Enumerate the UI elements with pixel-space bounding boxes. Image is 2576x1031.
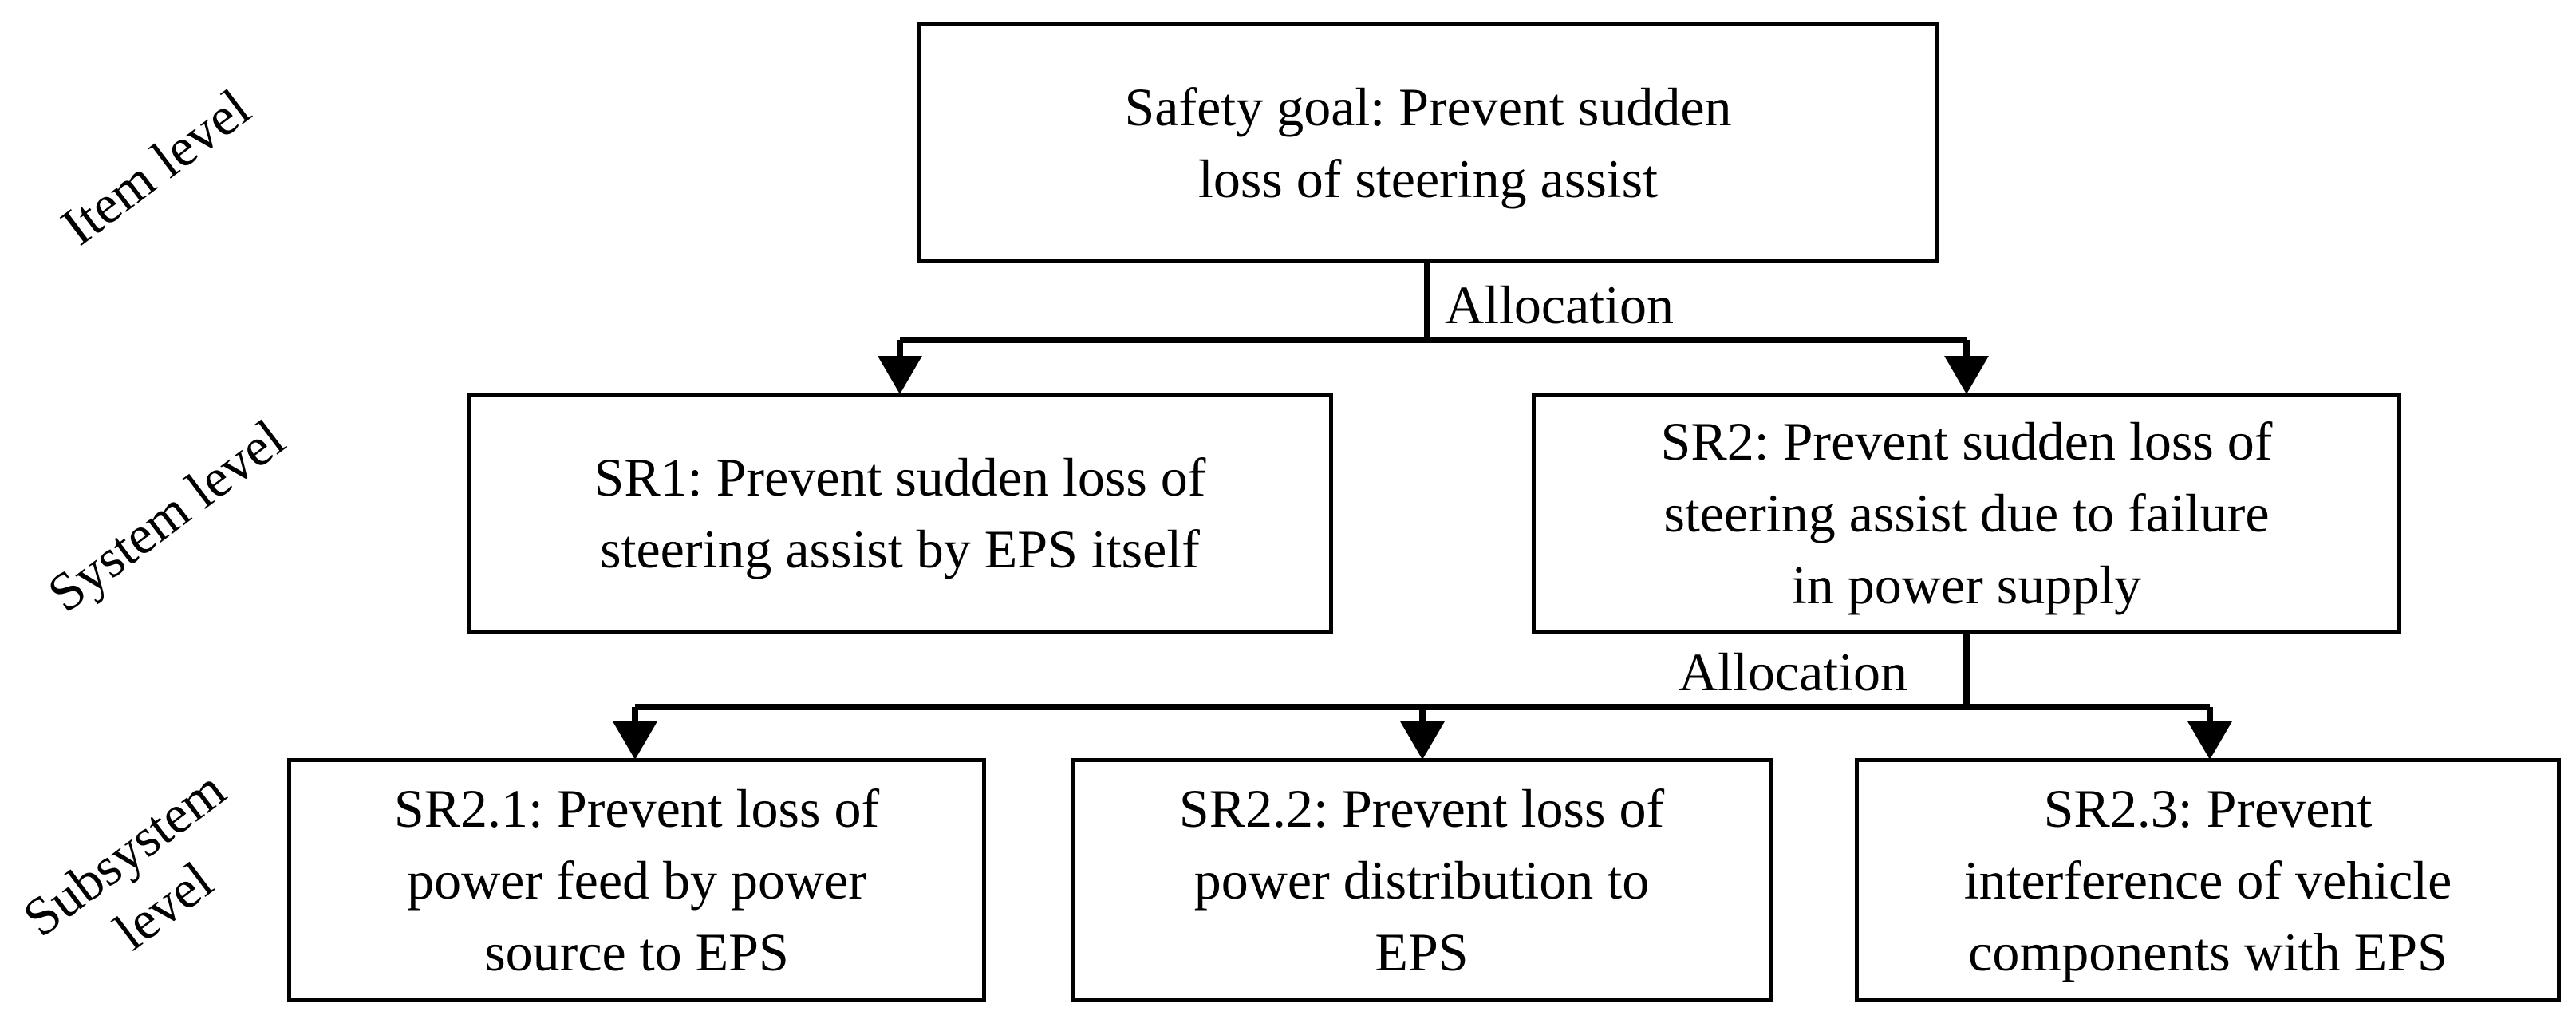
allocation-label-sr2: Allocation bbox=[1674, 640, 1913, 704]
arrowhead-sr21 bbox=[613, 721, 657, 760]
sr2-1-line: source to EPS bbox=[484, 922, 789, 982]
sr2-1-line: SR2.1: Prevent loss of bbox=[393, 778, 880, 839]
arrowhead-sr22 bbox=[1400, 721, 1445, 760]
sr2-3-line: interference of vehicle bbox=[1963, 850, 2452, 911]
safety-goal-line: Safety goal: Prevent sudden bbox=[1124, 77, 1732, 137]
arrowhead-sr23 bbox=[2187, 721, 2232, 760]
sr2-line: SR2: Prevent sudden loss of bbox=[1660, 411, 2273, 472]
sr2-2-line: EPS bbox=[1375, 922, 1469, 982]
sr2-line: steering assist due to failure bbox=[1663, 483, 2270, 543]
arrowhead-sr1 bbox=[878, 356, 922, 394]
sr2-2-box: SR2.2: Prevent loss of power distributio… bbox=[1071, 758, 1773, 1002]
sr1-line: steering assist by EPS itself bbox=[600, 519, 1200, 579]
safety-goal-box: Safety goal: Prevent sudden loss of stee… bbox=[917, 22, 1939, 263]
arrowhead-sr2 bbox=[1944, 356, 1989, 394]
sr2-3-box: SR2.3: Prevent interference of vehicle c… bbox=[1855, 758, 2561, 1002]
sr2-3-line: components with EPS bbox=[1968, 922, 2448, 982]
sr1-line: SR1: Prevent sudden loss of bbox=[594, 447, 1206, 508]
sr2-2-line: SR2.2: Prevent loss of bbox=[1178, 778, 1665, 839]
sr2-1-box: SR2.1: Prevent loss of power feed by pow… bbox=[287, 758, 986, 1002]
sr2-1-line: power feed by power bbox=[407, 850, 866, 911]
sr2-line: in power supply bbox=[1791, 555, 2142, 615]
sr2-3-line: SR2.3: Prevent bbox=[2043, 778, 2373, 839]
allocation-label-goal: Allocation bbox=[1440, 273, 1679, 337]
safety-goal-line: loss of steering assist bbox=[1197, 148, 1659, 209]
sr1-box: SR1: Prevent sudden loss of steering ass… bbox=[467, 393, 1333, 634]
sr2-2-line: power distribution to bbox=[1193, 850, 1650, 911]
sr2-box: SR2: Prevent sudden loss of steering ass… bbox=[1532, 393, 2401, 634]
